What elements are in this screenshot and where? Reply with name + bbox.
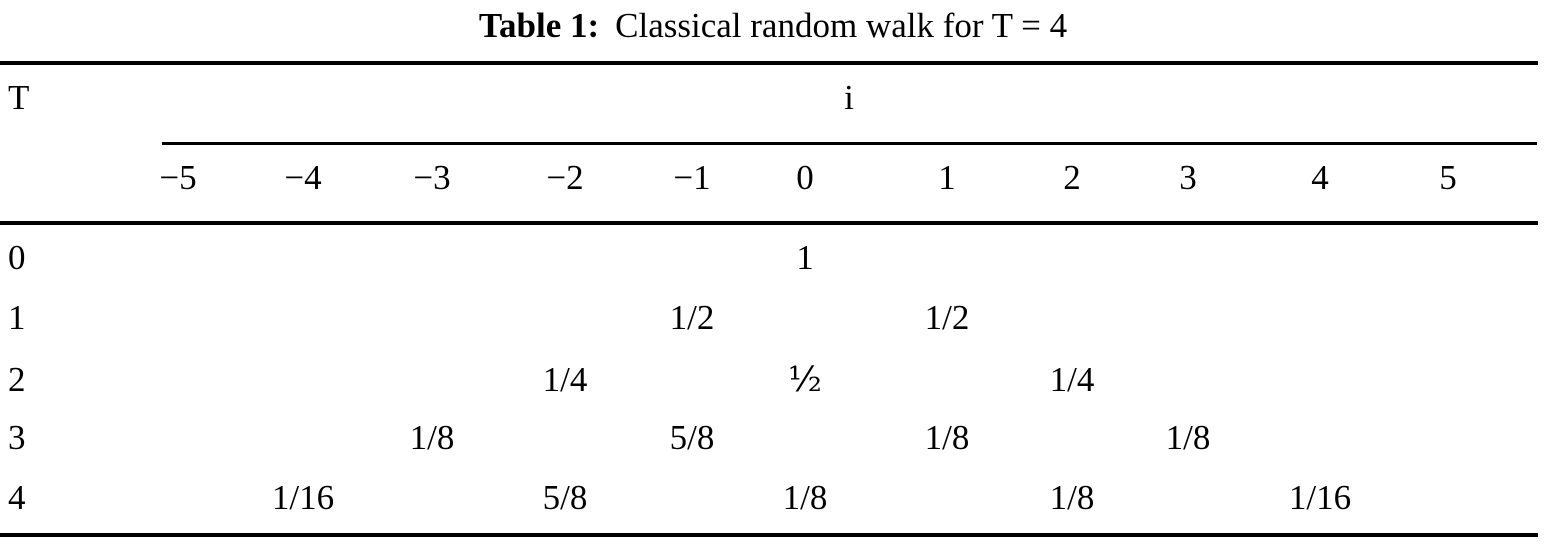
table-cell: 1 [796, 238, 814, 277]
table-cell: 1/2 [669, 298, 715, 337]
column-header-2: −3 [413, 158, 451, 197]
column-header-6: 1 [938, 158, 956, 197]
column-group-label: i [844, 78, 854, 117]
column-header-7: 2 [1063, 158, 1081, 197]
column-header-9: 4 [1311, 158, 1329, 197]
row-label-2: 2 [8, 360, 26, 399]
table-cell: ½ [788, 360, 822, 400]
table-cell: 1/8 [1049, 478, 1095, 517]
row-label-3: 3 [8, 418, 26, 457]
table-column-group-rule [162, 142, 1537, 145]
table-cell: 1/4 [542, 360, 588, 399]
table-cell: 1/16 [271, 478, 335, 517]
row-header-label: T [8, 78, 30, 117]
table-cell: 1/4 [1049, 360, 1095, 399]
table-caption-label: Table 1: [478, 6, 600, 45]
column-header-4: −1 [673, 158, 711, 197]
table-bottom-rule [0, 533, 1538, 537]
column-header-1: −4 [284, 158, 322, 197]
table-top-rule [0, 61, 1538, 65]
table-caption-text: Classical random walk for T = 4 [615, 6, 1068, 45]
table-cell: 1/8 [782, 478, 828, 517]
table-cell: 1/8 [1165, 418, 1211, 457]
row-label-1: 1 [8, 298, 26, 337]
row-label-4: 4 [8, 478, 26, 517]
table-cell: 5/8 [669, 418, 715, 457]
table-header-rule [0, 221, 1538, 225]
table-cell: 5/8 [542, 478, 588, 517]
table-cell: 1/8 [924, 418, 970, 457]
column-header-5: 0 [796, 158, 814, 197]
column-header-0: −5 [159, 158, 197, 197]
column-header-10: 5 [1439, 158, 1457, 197]
table-cell: 1/16 [1288, 478, 1352, 517]
table-caption: Table 1: Classical random walk for T = 4 [0, 0, 1546, 52]
row-label-0: 0 [8, 238, 26, 277]
table-cell: 1/8 [409, 418, 455, 457]
table-cell: 1/2 [924, 298, 970, 337]
column-header-8: 3 [1179, 158, 1197, 197]
column-header-3: −2 [546, 158, 584, 197]
